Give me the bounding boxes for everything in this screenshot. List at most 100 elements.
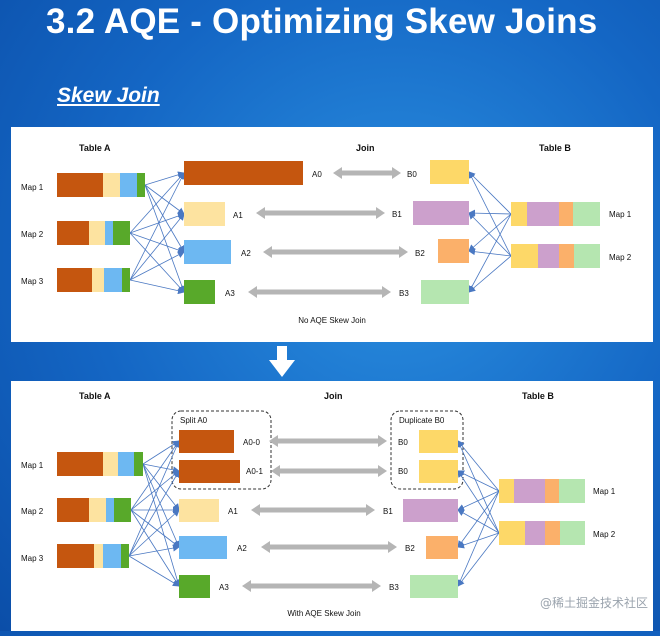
watermark: @稀土掘金技术社区 bbox=[539, 596, 648, 610]
shuffle-line bbox=[128, 509, 180, 557]
partition-b3-label: B3 bbox=[399, 289, 409, 298]
table-a-map-1: Map 1 bbox=[21, 452, 143, 476]
partition-b2 bbox=[426, 536, 458, 559]
shuffle-line bbox=[129, 232, 185, 254]
split-group-box bbox=[171, 410, 272, 490]
partition-b1 bbox=[403, 499, 458, 522]
join-arrow-1 bbox=[256, 207, 385, 219]
partition-a1-label: A1 bbox=[228, 507, 238, 516]
shuffle-line bbox=[457, 490, 500, 548]
map-label: Map 1 bbox=[21, 183, 44, 192]
join-arrow-split-1 bbox=[271, 465, 387, 477]
partition-b2 bbox=[438, 239, 469, 263]
partition-a1 bbox=[179, 499, 219, 522]
partition-b3 bbox=[421, 280, 469, 304]
join-header: Join bbox=[356, 143, 375, 153]
map-label: Map 2 bbox=[593, 530, 616, 539]
map-label: Map 2 bbox=[21, 507, 44, 516]
partition-b3-label: B3 bbox=[389, 583, 399, 592]
partition-b1-label: B1 bbox=[383, 507, 393, 516]
table-b-map-2: Map 2 bbox=[499, 521, 616, 545]
join-arrow-3 bbox=[248, 286, 391, 298]
table-a-header: Table A bbox=[79, 143, 111, 153]
join-arrows bbox=[242, 435, 397, 592]
partition-a2-label: A2 bbox=[237, 544, 247, 553]
shuffle-line bbox=[129, 232, 185, 293]
table-a-map-2: Map 2 bbox=[21, 498, 131, 522]
partition-a3-label: A3 bbox=[219, 583, 229, 592]
partition-b1 bbox=[413, 201, 469, 225]
table-a-header: Table A bbox=[79, 391, 111, 401]
map-label: Map 1 bbox=[609, 210, 632, 219]
partition-a0-1-label: A0-1 bbox=[246, 467, 263, 476]
table-b-header: Table B bbox=[522, 391, 554, 401]
shuffle-line bbox=[128, 555, 180, 587]
table-b-map-1: Map 1 bbox=[511, 202, 632, 226]
join-arrow-2 bbox=[263, 246, 408, 258]
partition-a1 bbox=[184, 202, 225, 226]
partition-b0 bbox=[430, 160, 469, 184]
partition-a3 bbox=[184, 280, 215, 304]
shuffle-lines bbox=[129, 171, 512, 295]
map-label: Map 2 bbox=[21, 230, 44, 239]
table-a-map-3: Map 3 bbox=[21, 544, 129, 568]
shuffle-line bbox=[130, 440, 180, 511]
diagram-no-aqe-panel: Table A Join Table B Map 1 Map 2 Map 3 bbox=[11, 127, 653, 342]
shuffle-line bbox=[468, 255, 512, 293]
shuffle-line bbox=[129, 172, 185, 234]
map-label: Map 2 bbox=[609, 253, 632, 262]
diagram-with-aqe-panel: Table A Join Table B Split A0 Duplicate … bbox=[11, 381, 653, 631]
shuffle-line bbox=[468, 212, 512, 257]
slide-subtitle: Skew Join bbox=[57, 84, 160, 107]
partition-b2-label: B2 bbox=[415, 249, 425, 258]
shuffle-line bbox=[144, 184, 185, 215]
partition-b0-label: B0 bbox=[407, 170, 417, 179]
duplicate-group-label: Duplicate B0 bbox=[399, 416, 445, 425]
table-b-map-1: Map 1 bbox=[499, 479, 616, 503]
shuffle-line bbox=[468, 248, 512, 257]
shuffle-line bbox=[457, 470, 500, 492]
partition-b0-dup-1-label: B0 bbox=[398, 438, 408, 447]
shuffle-line bbox=[129, 279, 185, 295]
shuffle-line bbox=[128, 470, 180, 557]
shuffle-line bbox=[129, 251, 185, 281]
partition-a3-label: A3 bbox=[225, 289, 235, 298]
shuffle-line bbox=[130, 470, 180, 511]
join-arrow-0 bbox=[333, 167, 401, 179]
slide-title: 3.2 AQE - Optimizing Skew Joins bbox=[46, 2, 598, 41]
table-a-map-3: Map 3 bbox=[21, 268, 130, 292]
join-arrow-split-0 bbox=[269, 435, 387, 447]
shuffle-line bbox=[144, 184, 186, 293]
split-group-label: Split A0 bbox=[180, 416, 208, 425]
shuffle-line bbox=[468, 213, 512, 293]
down-arrow-icon bbox=[269, 346, 295, 377]
shuffle-line bbox=[468, 213, 512, 252]
map-label: Map 1 bbox=[21, 461, 44, 470]
table-a-map-2: Map 2 bbox=[21, 221, 130, 245]
shuffle-line bbox=[129, 212, 185, 234]
shuffle-line bbox=[457, 470, 500, 534]
table-b-header: Table B bbox=[539, 143, 571, 153]
shuffle-line bbox=[457, 440, 500, 534]
shuffle-line bbox=[142, 463, 180, 511]
join-arrow-2 bbox=[261, 541, 397, 553]
shuffle-line bbox=[130, 509, 180, 548]
shuffle-line bbox=[457, 490, 500, 511]
shuffle-line bbox=[128, 544, 180, 557]
shuffle-line bbox=[457, 532, 500, 587]
partition-a3 bbox=[179, 575, 210, 598]
shuffle-line bbox=[129, 213, 185, 281]
partition-a2 bbox=[179, 536, 227, 559]
shuffle-line bbox=[457, 532, 500, 549]
partition-b3 bbox=[410, 575, 458, 598]
diagram-caption: No AQE Skew Join bbox=[298, 316, 366, 325]
diagram-caption: With AQE Skew Join bbox=[287, 609, 360, 618]
join-arrow-3 bbox=[242, 580, 381, 592]
map-label: Map 3 bbox=[21, 277, 44, 286]
partition-a0-0 bbox=[179, 430, 234, 453]
map-label: Map 1 bbox=[593, 487, 616, 496]
shuffle-line bbox=[457, 440, 500, 492]
partition-a0-1 bbox=[179, 460, 240, 483]
shuffle-line bbox=[128, 440, 180, 557]
shuffle-line bbox=[457, 509, 500, 534]
